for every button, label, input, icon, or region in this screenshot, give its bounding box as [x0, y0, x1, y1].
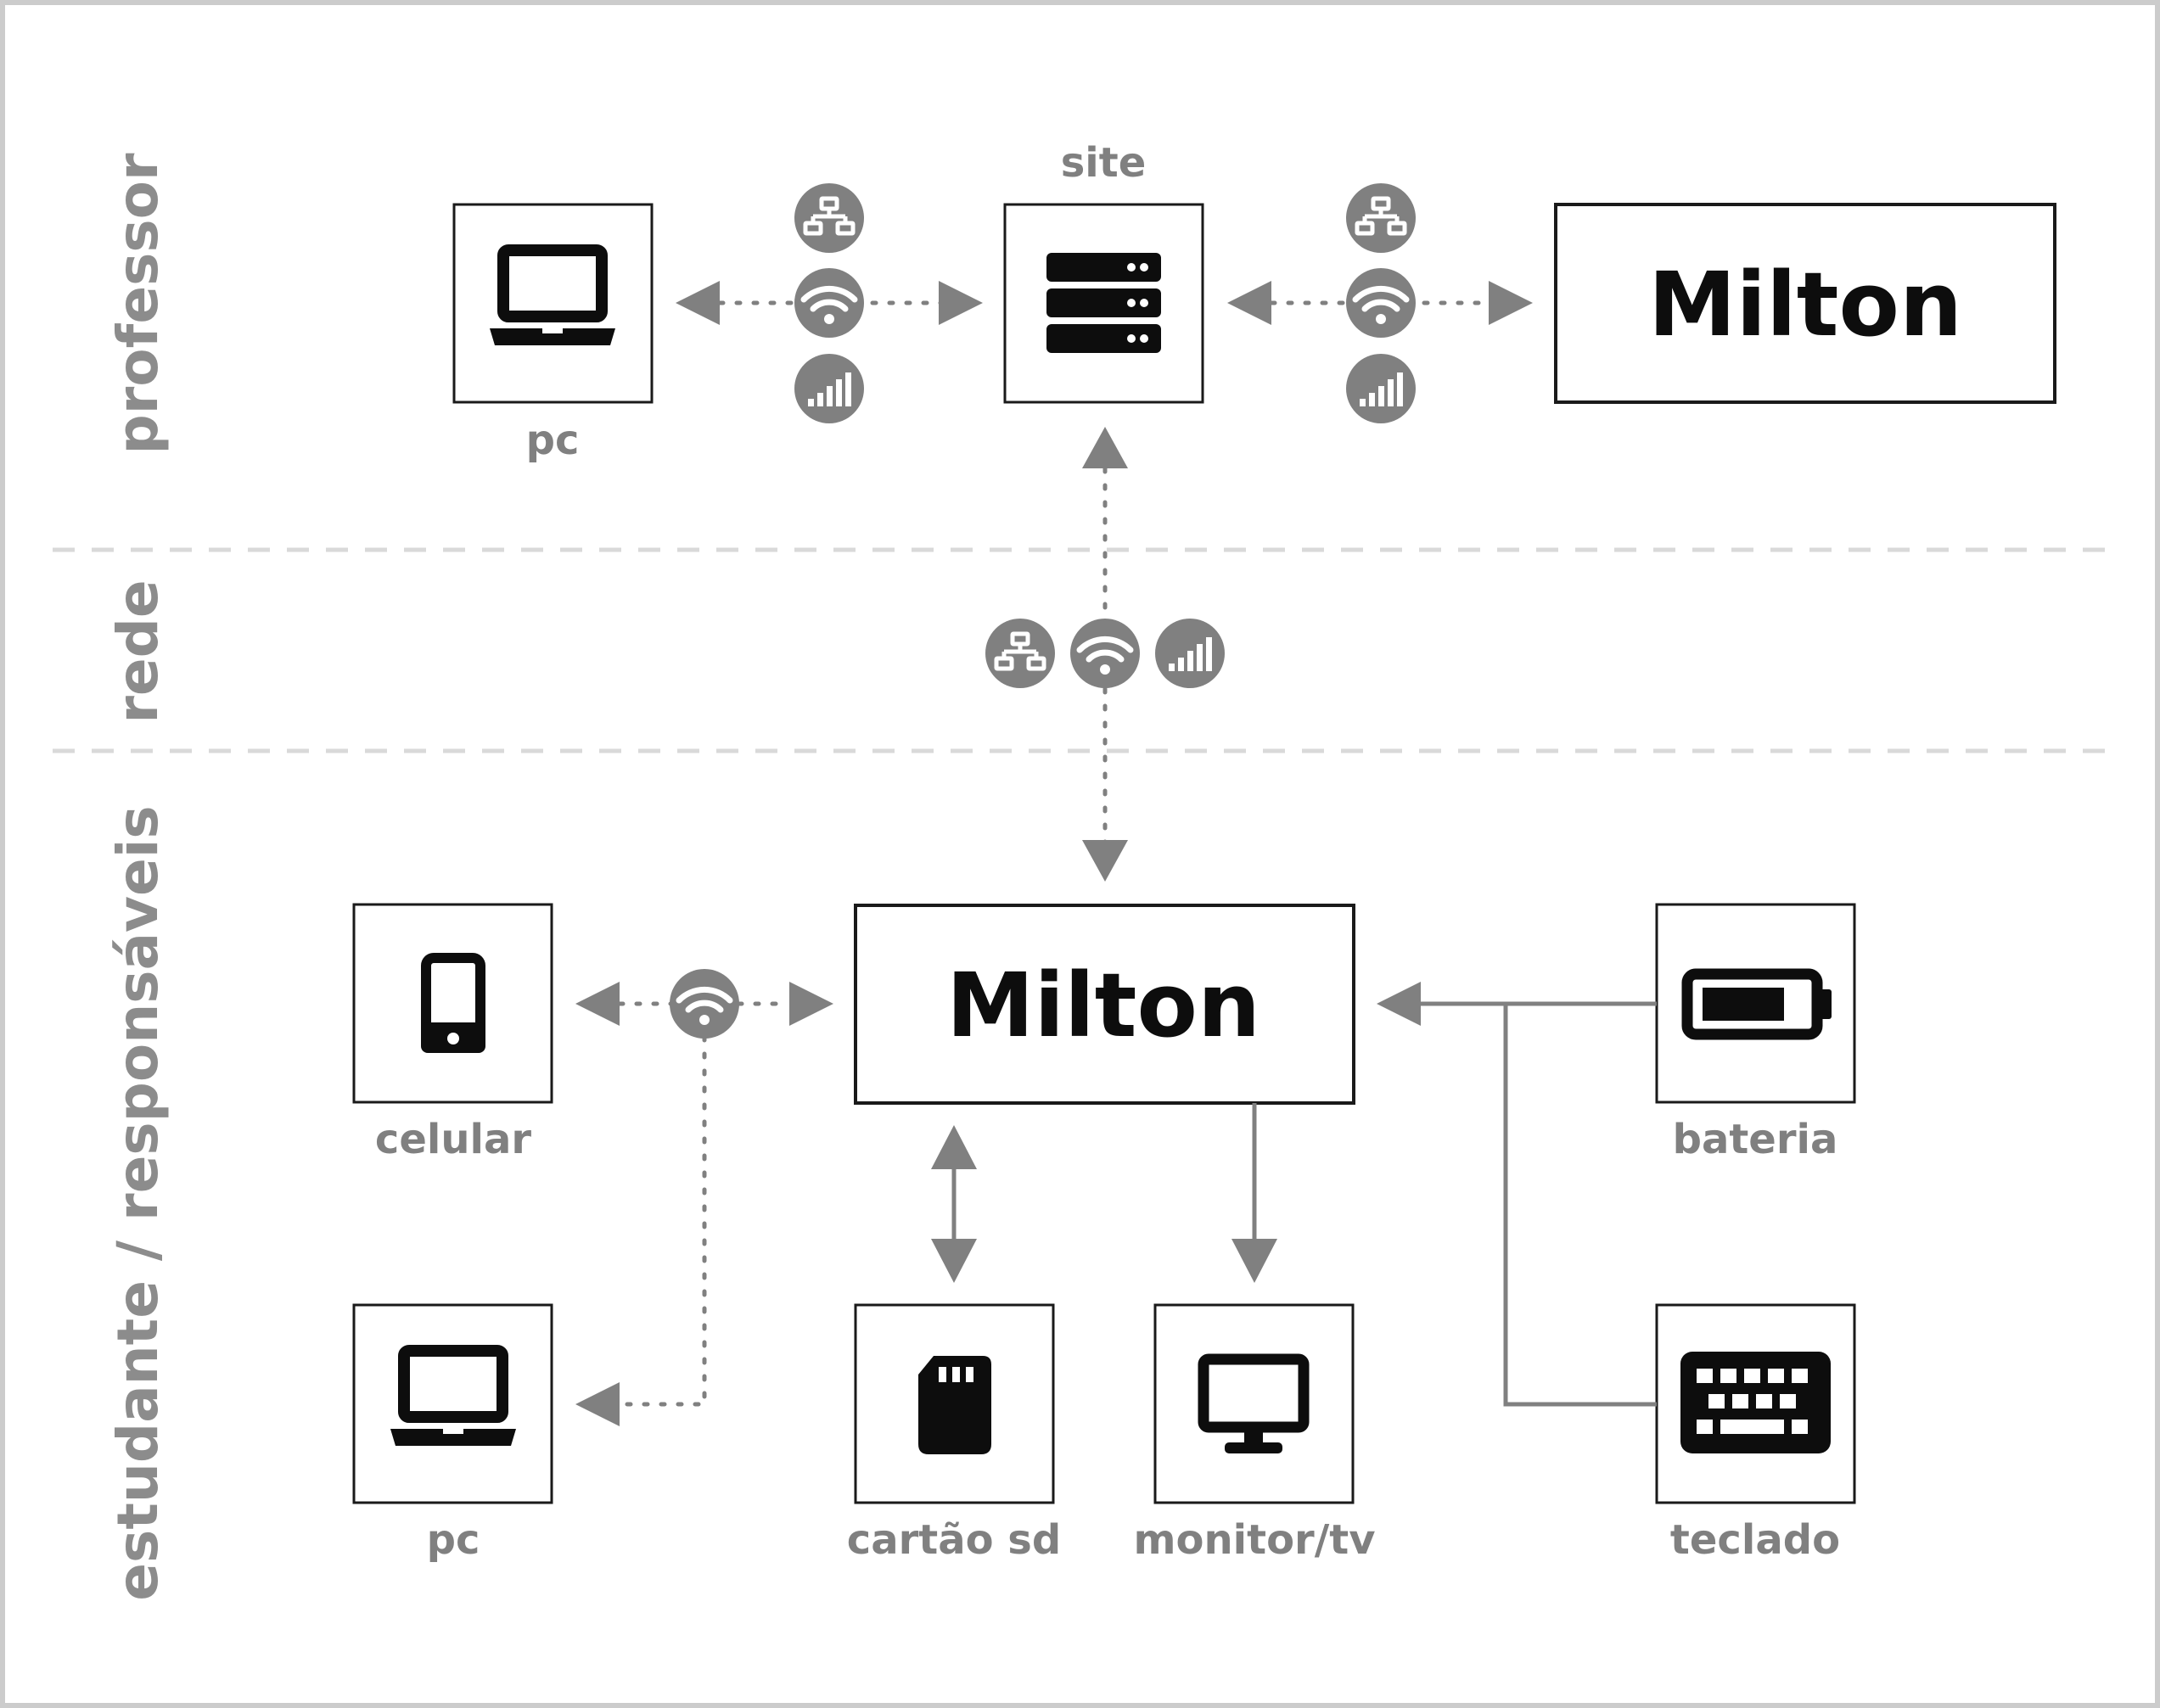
keyboard-icon [1680, 1352, 1831, 1453]
milton-monitor-connector [1231, 1103, 1277, 1283]
pc-professor-node [452, 203, 654, 404]
wifi-icon [1346, 268, 1416, 338]
wifi-icon [1070, 619, 1140, 688]
network-icon [985, 619, 1055, 688]
lane-label-professor: professor [105, 153, 171, 455]
lane-label-estudante: estudante / responsáveis [105, 805, 171, 1600]
server-icon [1046, 253, 1161, 353]
monitor-tv-label: monitor/tv [1134, 1516, 1376, 1564]
pc-student-node [352, 1303, 553, 1504]
celular-node [352, 903, 553, 1104]
pc-professor-label: pc [526, 417, 580, 464]
smartphone-icon [421, 953, 485, 1053]
pc-site-connector [676, 281, 983, 325]
cartao-sd-label: cartão sd [847, 1516, 1061, 1564]
teclado-label: teclado [1670, 1516, 1840, 1564]
cellular-signal-icon [794, 354, 864, 423]
network-icon [1346, 183, 1416, 253]
pc-student-label: pc [427, 1516, 480, 1564]
cartao-sd-node [854, 1303, 1055, 1504]
milton-professor-node: Milton [1554, 203, 2056, 404]
wifi-icon [794, 268, 864, 338]
cellular-signal-icon [1155, 619, 1225, 688]
sd-card-icon [918, 1356, 991, 1454]
cellular-signal-icon [1346, 354, 1416, 423]
battery-icon [1681, 968, 1832, 1040]
milton-student-title: Milton [946, 954, 1260, 1057]
milton-student-node: Milton [854, 904, 1355, 1105]
power-input-connector [1377, 982, 1657, 1407]
milton-sd-connector [931, 1125, 977, 1283]
milton-professor-title: Milton [1648, 253, 1962, 356]
lane-label-rede: rede [105, 580, 171, 723]
teclado-node [1655, 1303, 1856, 1504]
wifi-pc-connector [575, 1034, 707, 1426]
monitor-icon [1198, 1353, 1310, 1453]
wifi-icon [670, 969, 739, 1039]
site-server-node [1003, 203, 1204, 404]
site-milton-connector [1227, 281, 1533, 325]
bateria-node [1655, 903, 1856, 1104]
network-icon [794, 183, 864, 253]
celular-label: celular [375, 1116, 531, 1163]
monitor-tv-node [1153, 1303, 1355, 1504]
site-label: site [1061, 139, 1147, 187]
bateria-label: bateria [1673, 1116, 1838, 1163]
